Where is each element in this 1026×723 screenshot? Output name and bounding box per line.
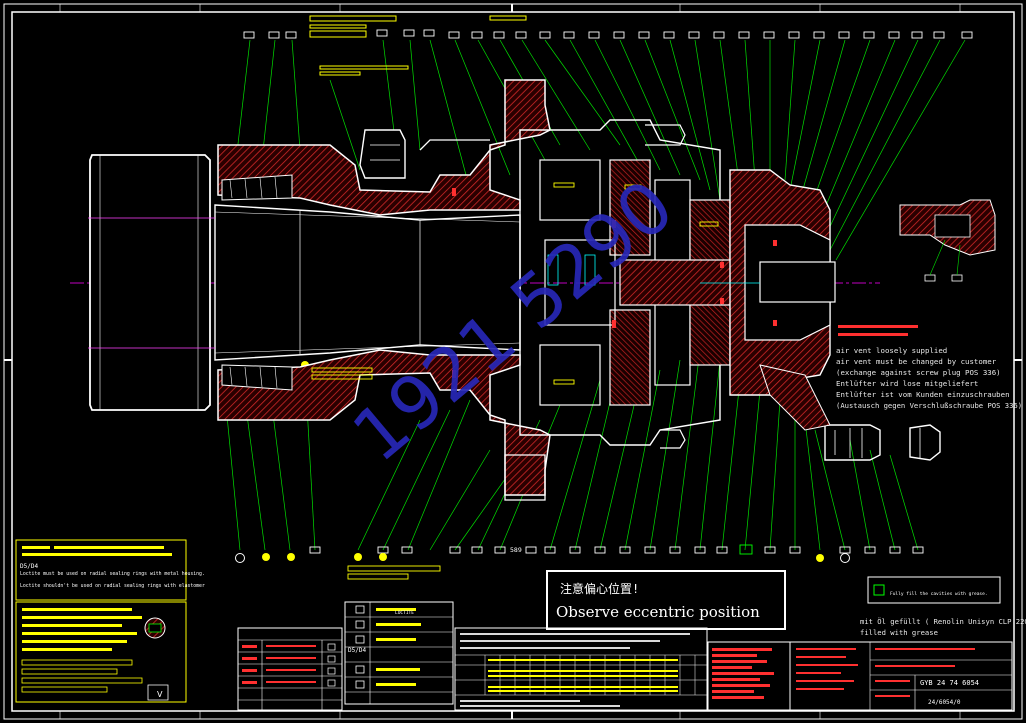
left-note-2: Loctite shouldn't be used on radial seal… — [20, 583, 205, 589]
sheet-ref: 24/6054/0 — [928, 699, 961, 706]
air-vent-line4: Entlüfter wird lose mitgeliefert — [836, 379, 978, 388]
position-labels-bottom — [309, 544, 924, 555]
eccentric-notice-en: Observe eccentric position — [556, 603, 760, 621]
position-labels-top — [243, 29, 973, 39]
parts-list — [237, 627, 343, 711]
yellow-plaques — [309, 15, 527, 76]
air-vent-line5: Entlüfter ist vom Kunden einzuschrauben — [836, 390, 1010, 399]
air-vent-notes: air vent loosely supplied air vent must … — [836, 325, 1022, 410]
air-vent-line2: air vent must be changed by customer — [836, 357, 997, 366]
loctite-label: LOCTITE — [395, 610, 414, 616]
air-vent-line1: air vent loosely supplied — [836, 346, 947, 355]
eccentric-notice: 注意偏心位置! Observe eccentric position — [546, 570, 786, 630]
left-note-box — [15, 539, 187, 703]
left-note-1: Loctite must be used on radial sealing r… — [20, 571, 205, 577]
revision-block — [707, 641, 791, 711]
loctite-table — [344, 601, 454, 705]
leader-number: 589 — [510, 546, 522, 554]
table-label-d5d4: D5/D4 — [348, 647, 366, 654]
spec-table — [454, 627, 708, 711]
marker-circles — [235, 361, 850, 563]
legend-note: Fully fill the cavities with grease. — [890, 591, 988, 597]
drawing-frame — [3, 3, 1023, 720]
oil-line1: mit Öl gefüllt ( Renolin Unisyn CLP 220 — [860, 617, 1026, 626]
detail-view — [899, 199, 996, 282]
eccentric-notice-cn: 注意偏心位置! — [560, 582, 640, 596]
leader-lines-top — [234, 39, 966, 261]
drawing-number: GYB 24 74 6054 — [920, 679, 979, 687]
left-note-label: D5/D4 — [20, 563, 38, 570]
left-legend-v: V — [157, 690, 163, 699]
leader-lines-bottom — [224, 349, 919, 551]
title-block — [789, 641, 1013, 711]
gearbox-assembly — [88, 79, 941, 580]
legend-box — [867, 576, 1001, 604]
air-vent-line6: (Austausch gegen Verschlußschraube POS 3… — [836, 401, 1022, 410]
air-vent-line3: (exchange against screw plug POS 336) — [836, 368, 1001, 377]
oil-line2: filled with grease — [860, 628, 938, 637]
